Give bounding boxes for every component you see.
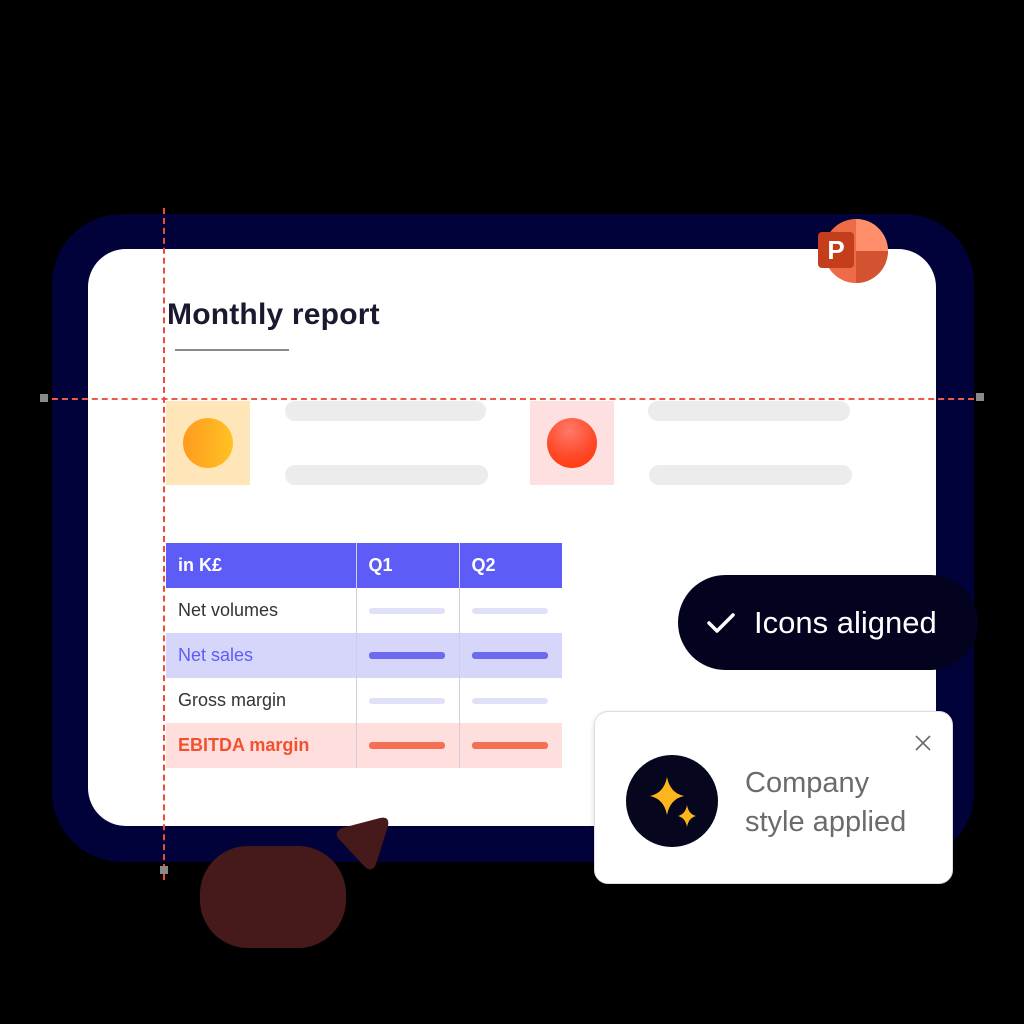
guide-handle[interactable] [40, 394, 48, 402]
guide-handle[interactable] [160, 866, 168, 874]
icons-aligned-status-pill: Icons aligned [678, 575, 978, 670]
title-underline [175, 349, 289, 351]
kpi-icon-tile-red[interactable] [530, 401, 614, 485]
column-header: in K£ [166, 543, 357, 588]
table-cell [459, 588, 562, 633]
close-icon[interactable] [914, 734, 932, 752]
column-header: Q2 [459, 543, 562, 588]
value-placeholder-bar [471, 742, 548, 749]
table-cell [459, 678, 562, 723]
horizontal-alignment-guide[interactable] [42, 398, 984, 400]
column-header: Q1 [356, 543, 460, 588]
value-placeholder-bar [471, 607, 548, 614]
row-label: Net volumes [166, 588, 357, 633]
skeleton-line [648, 401, 850, 421]
value-placeholder-bar [471, 652, 548, 659]
table-row[interactable]: Net sales [166, 633, 562, 678]
table-cell [356, 723, 460, 768]
table-cell [459, 723, 562, 768]
table-header-row: in K£ Q1 Q2 [166, 543, 562, 588]
decorative-triangle [336, 817, 389, 870]
value-placeholder-bar [368, 697, 445, 704]
row-label: Gross margin [166, 678, 357, 723]
svg-text:P: P [827, 235, 844, 265]
orange-circle-icon [183, 418, 233, 468]
table-row[interactable]: Net volumes [166, 588, 562, 633]
vertical-alignment-guide[interactable] [163, 208, 165, 880]
powerpoint-icon: P [818, 219, 888, 283]
table-cell [356, 633, 460, 678]
skeleton-line [285, 465, 488, 485]
toast-message: Company style applied [745, 764, 945, 842]
table-cell [459, 633, 562, 678]
kpi-icon-tile-orange[interactable] [166, 401, 250, 485]
value-placeholder-bar [368, 652, 445, 659]
decorative-blob [200, 846, 346, 948]
sparkles-icon [650, 777, 696, 827]
value-placeholder-bar [471, 697, 548, 704]
skeleton-line [649, 465, 852, 485]
table-row[interactable]: Gross margin [166, 678, 562, 723]
financial-table[interactable]: in K£ Q1 Q2 Net volumes Net sales Gross … [166, 543, 562, 768]
value-placeholder-bar [368, 742, 445, 749]
red-circle-icon [547, 418, 597, 468]
toast-message-line: style applied [745, 806, 907, 838]
row-label: EBITDA margin [166, 723, 357, 768]
guide-handle[interactable] [976, 393, 984, 401]
table-row[interactable]: EBITDA margin [166, 723, 562, 768]
checkmark-icon [707, 612, 735, 633]
status-label: Icons aligned [754, 604, 937, 640]
table-cell [356, 588, 460, 633]
toast-message-line: Company [745, 767, 870, 799]
row-label: Net sales [166, 633, 357, 678]
slide-title[interactable]: Monthly report [167, 298, 380, 331]
company-style-toast: Company style applied [594, 711, 953, 884]
value-placeholder-bar [368, 607, 445, 614]
table-cell [356, 678, 460, 723]
toast-badge [626, 755, 718, 847]
skeleton-line [285, 401, 486, 421]
